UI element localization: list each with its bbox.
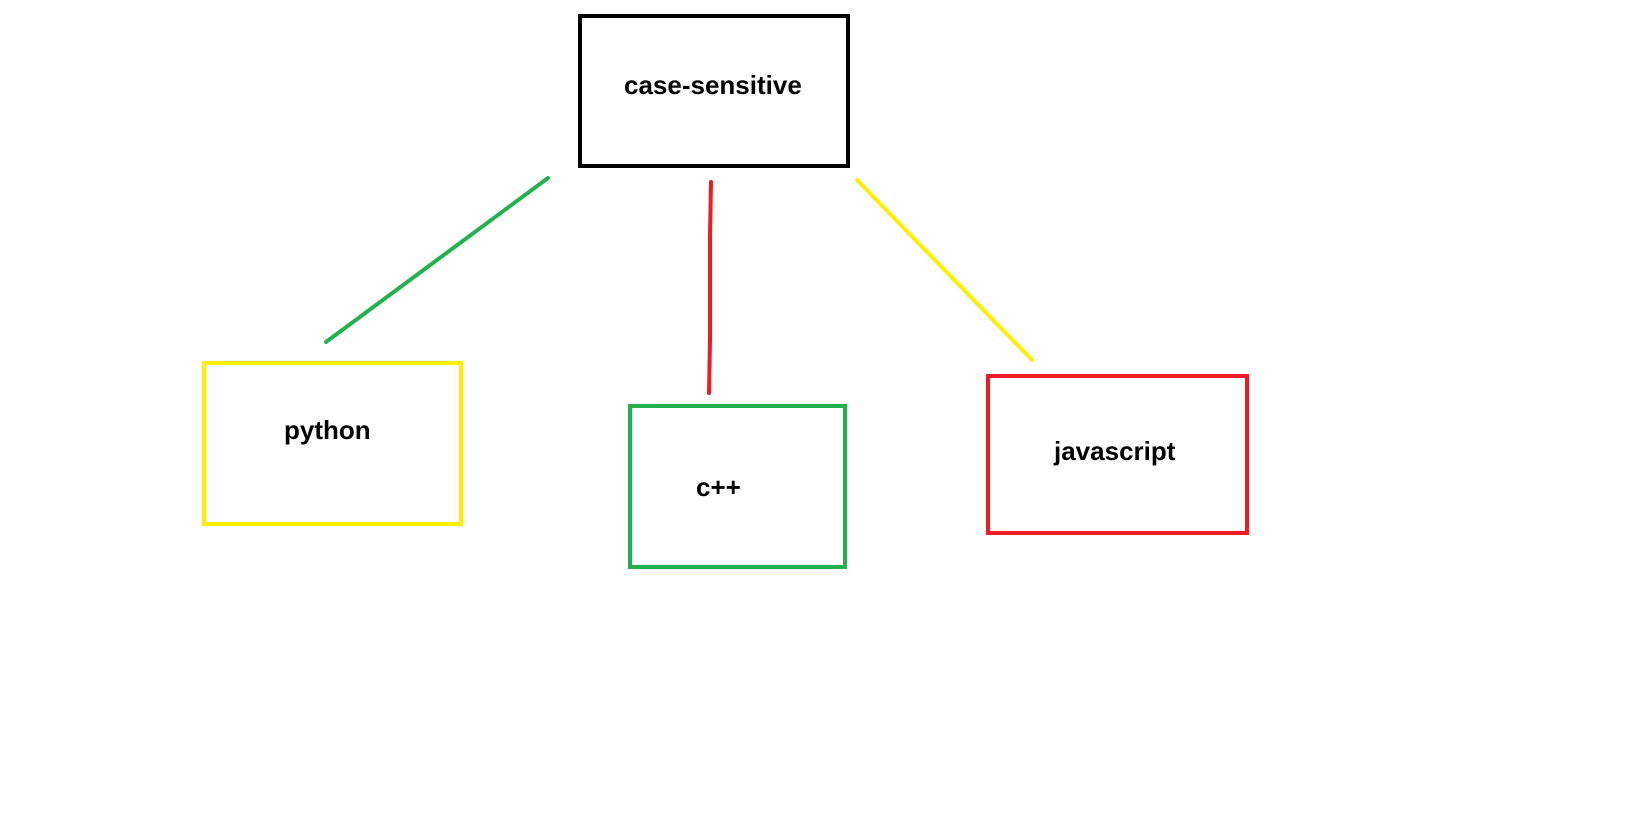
connector-root-javascript xyxy=(855,178,1034,362)
cpp-node-label: c++ xyxy=(696,472,741,502)
javascript-node-box: javascript xyxy=(986,374,1249,535)
root-node-box: case-sensitive xyxy=(578,14,850,168)
python-node-label: python xyxy=(284,415,371,445)
cpp-node-box: c++ xyxy=(628,404,847,569)
connector-root-python xyxy=(324,176,550,344)
python-node-box: python xyxy=(202,361,463,526)
connector-root-cpp xyxy=(707,180,713,395)
root-node-label: case-sensitive xyxy=(624,70,802,100)
javascript-node-label: javascript xyxy=(1054,436,1176,466)
